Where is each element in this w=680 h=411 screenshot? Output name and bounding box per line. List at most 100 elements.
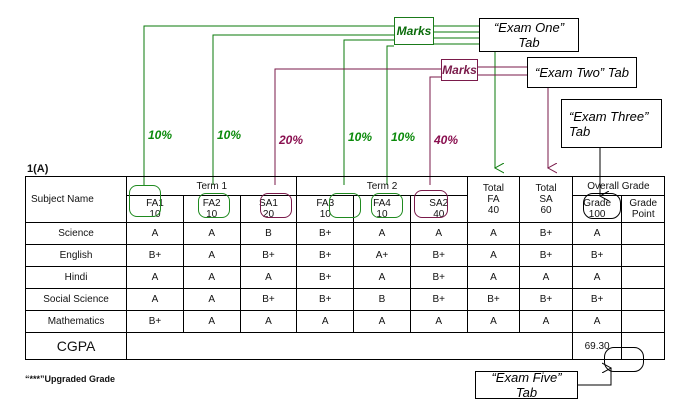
cell-sa2: B+: [409, 244, 468, 267]
cgpa-value: 69.30: [571, 332, 623, 360]
cell-grade-point: [621, 266, 665, 289]
table-cgpa-row: CGPA 69.30: [24, 332, 665, 360]
col-group-term1: Term 1: [126, 176, 298, 196]
cell-grade-point: [621, 288, 665, 311]
col-header-fa1: FA1 10: [126, 195, 184, 223]
callout-exam-one-tab[interactable]: “Exam One” Tab: [479, 18, 579, 52]
table-column-header-row: FA1 10 FA2 10 SA1 20 FA3 10: [26, 195, 665, 223]
cell-fa4: A: [353, 222, 411, 245]
cell-sa1: B+: [239, 288, 298, 311]
cell-sa1: A: [239, 266, 298, 289]
row-subject: Hindi: [24, 266, 128, 289]
cell-grade: B+: [571, 288, 623, 311]
callout-exam-one-label: “Exam One” Tab: [493, 20, 565, 50]
col-header-fa4-name: FA4: [373, 198, 391, 209]
col-header-subject-name: Subject Name: [24, 176, 128, 223]
cell-fa1: A: [126, 266, 184, 289]
total-sa-line2: SA: [539, 194, 553, 205]
cell-grade: A: [571, 266, 623, 289]
col-header-grade-name: Grade: [583, 198, 612, 209]
cell-fa4: A+: [353, 244, 411, 267]
cell-total-fa: A: [466, 244, 521, 267]
cell-total-sa: A: [519, 310, 573, 333]
cell-fa4: A: [353, 266, 411, 289]
cell-total-sa: B+: [519, 244, 573, 267]
cell-total-sa: A: [519, 266, 573, 289]
cell-fa2: A: [182, 222, 241, 245]
cell-fa1: A: [126, 222, 184, 245]
callout-exam-five-tab[interactable]: “Exam Five” Tab: [475, 370, 578, 400]
col-header-fa3-name: FA3: [316, 198, 335, 209]
cell-total-fa: A: [466, 266, 521, 289]
weight-label-fa4: 10%: [391, 130, 416, 144]
total-fa-line2: FA: [487, 194, 500, 205]
col-header-fa2: FA2 10: [182, 195, 241, 223]
table-row: Mathematics B+ A A A A A A A A: [24, 310, 665, 333]
cell-fa3: B+: [296, 222, 355, 245]
weight-label-sa1: 20%: [279, 133, 304, 147]
footnote-upgraded-grade: “***”Upgraded Grade: [25, 374, 116, 384]
callout-exam-three-label: “Exam Three” Tab: [569, 108, 649, 139]
marks-table-wrapper: Subject Name Term 1 Term 2 Total FA 40 T…: [24, 176, 666, 360]
marks-badge-maroon-label: Marks: [442, 63, 477, 77]
total-sa-line1: Total: [535, 183, 557, 194]
cell-sa2: B+: [409, 266, 468, 289]
cell-sa1: A: [239, 310, 298, 333]
section-label: 1(A): [27, 163, 49, 175]
cell-fa2: A: [182, 288, 241, 311]
callout-exam-three-tab[interactable]: “Exam Three” Tab: [561, 99, 662, 148]
col-header-total-sa: Total SA 60: [519, 176, 573, 223]
cell-fa3: B+: [296, 266, 355, 289]
col-group-term2: Term 2: [296, 176, 468, 196]
row-subject: Social Science: [24, 288, 128, 311]
row-subject: English: [24, 244, 128, 267]
col-header-sa2-max: 40: [433, 209, 445, 220]
cell-grade-point: [621, 244, 665, 267]
col-header-grade-max: 100: [588, 209, 606, 220]
col-header-sa2-name: SA2: [429, 198, 449, 209]
callout-exam-two-tab[interactable]: “Exam Two” Tab: [527, 57, 637, 88]
cell-fa4: B: [353, 288, 411, 311]
cell-fa3: B+: [296, 288, 355, 311]
table-group-header-row: Subject Name Term 1 Term 2 Total FA 40 T…: [24, 176, 666, 223]
cell-fa2: A: [182, 310, 241, 333]
col-header-fa1-max: 10: [149, 209, 161, 220]
cell-sa2: A: [409, 222, 468, 245]
cell-total-fa: B+: [466, 288, 521, 311]
cell-total-fa: A: [466, 222, 521, 245]
cell-grade: B+: [571, 244, 623, 267]
table-row: Social Science A A B+ B+ B B+ B+ B+ B+: [24, 288, 665, 311]
row-subject: Science: [24, 222, 128, 245]
cell-grade-point: [621, 310, 665, 333]
marks-badge-green-label: Marks: [396, 24, 432, 38]
col-header-fa4-max: 10: [376, 209, 388, 220]
total-fa-max: 40: [487, 205, 500, 216]
col-header-sa1-name: SA1: [259, 198, 278, 209]
cell-total-sa: B+: [519, 222, 573, 245]
col-header-sa1-max: 20: [262, 209, 275, 220]
marks-badge-green[interactable]: Marks: [394, 17, 434, 45]
cell-sa2: B+: [409, 288, 468, 311]
col-header-sa2: SA2 40: [409, 195, 468, 223]
callout-exam-two-label: “Exam Two” Tab: [535, 65, 629, 80]
cell-fa3: A: [296, 310, 355, 333]
table-row: Science A A B B+ A A A B+ A: [24, 222, 665, 245]
cell-total-sa: B+: [519, 288, 573, 311]
cell-fa1: A: [126, 288, 184, 311]
cell-sa1: B+: [239, 244, 298, 267]
col-header-grade-point-line2: Point: [631, 209, 655, 220]
weight-label-fa1: 10%: [148, 128, 173, 142]
col-header-sa1: SA1 20: [239, 195, 298, 223]
weight-label-sa2: 40%: [434, 133, 459, 147]
cell-fa3: B+: [296, 244, 355, 267]
cell-fa2: A: [182, 244, 241, 267]
col-header-fa2-max: 10: [206, 209, 218, 220]
cell-fa2: A: [182, 266, 241, 289]
marks-badge-maroon[interactable]: Marks: [441, 59, 478, 81]
table-body: Science A A B B+ A A A B+ A English B+ A: [24, 222, 665, 360]
weight-label-fa2: 10%: [217, 128, 242, 142]
cell-fa4: A: [353, 310, 411, 333]
weight-label-fa3: 10%: [348, 130, 373, 144]
cgpa-label: CGPA: [24, 332, 128, 360]
